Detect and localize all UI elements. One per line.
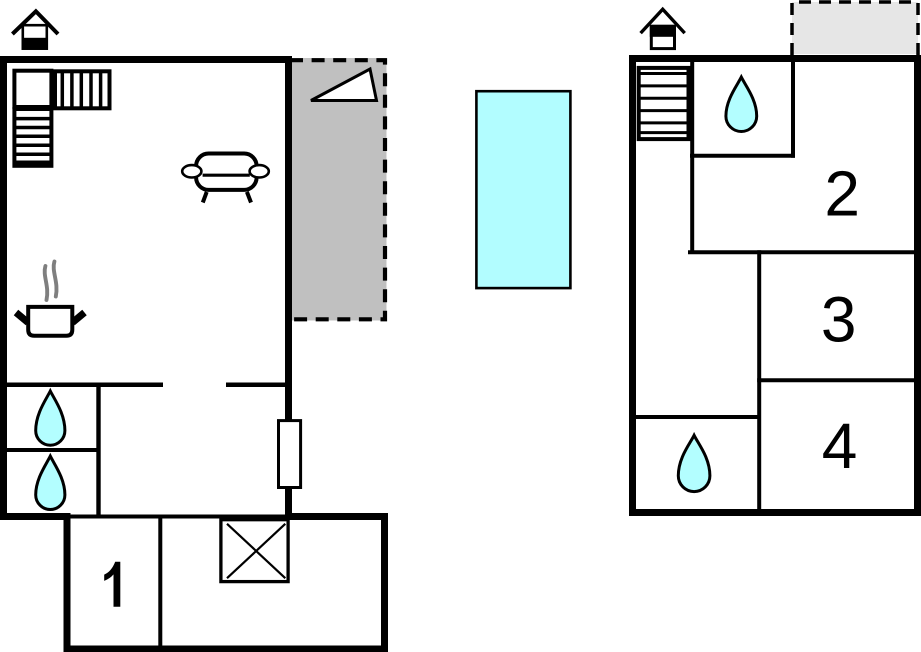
svg-text:2: 2 (824, 158, 860, 230)
svg-text:4: 4 (822, 410, 858, 482)
svg-text:3: 3 (821, 284, 857, 356)
